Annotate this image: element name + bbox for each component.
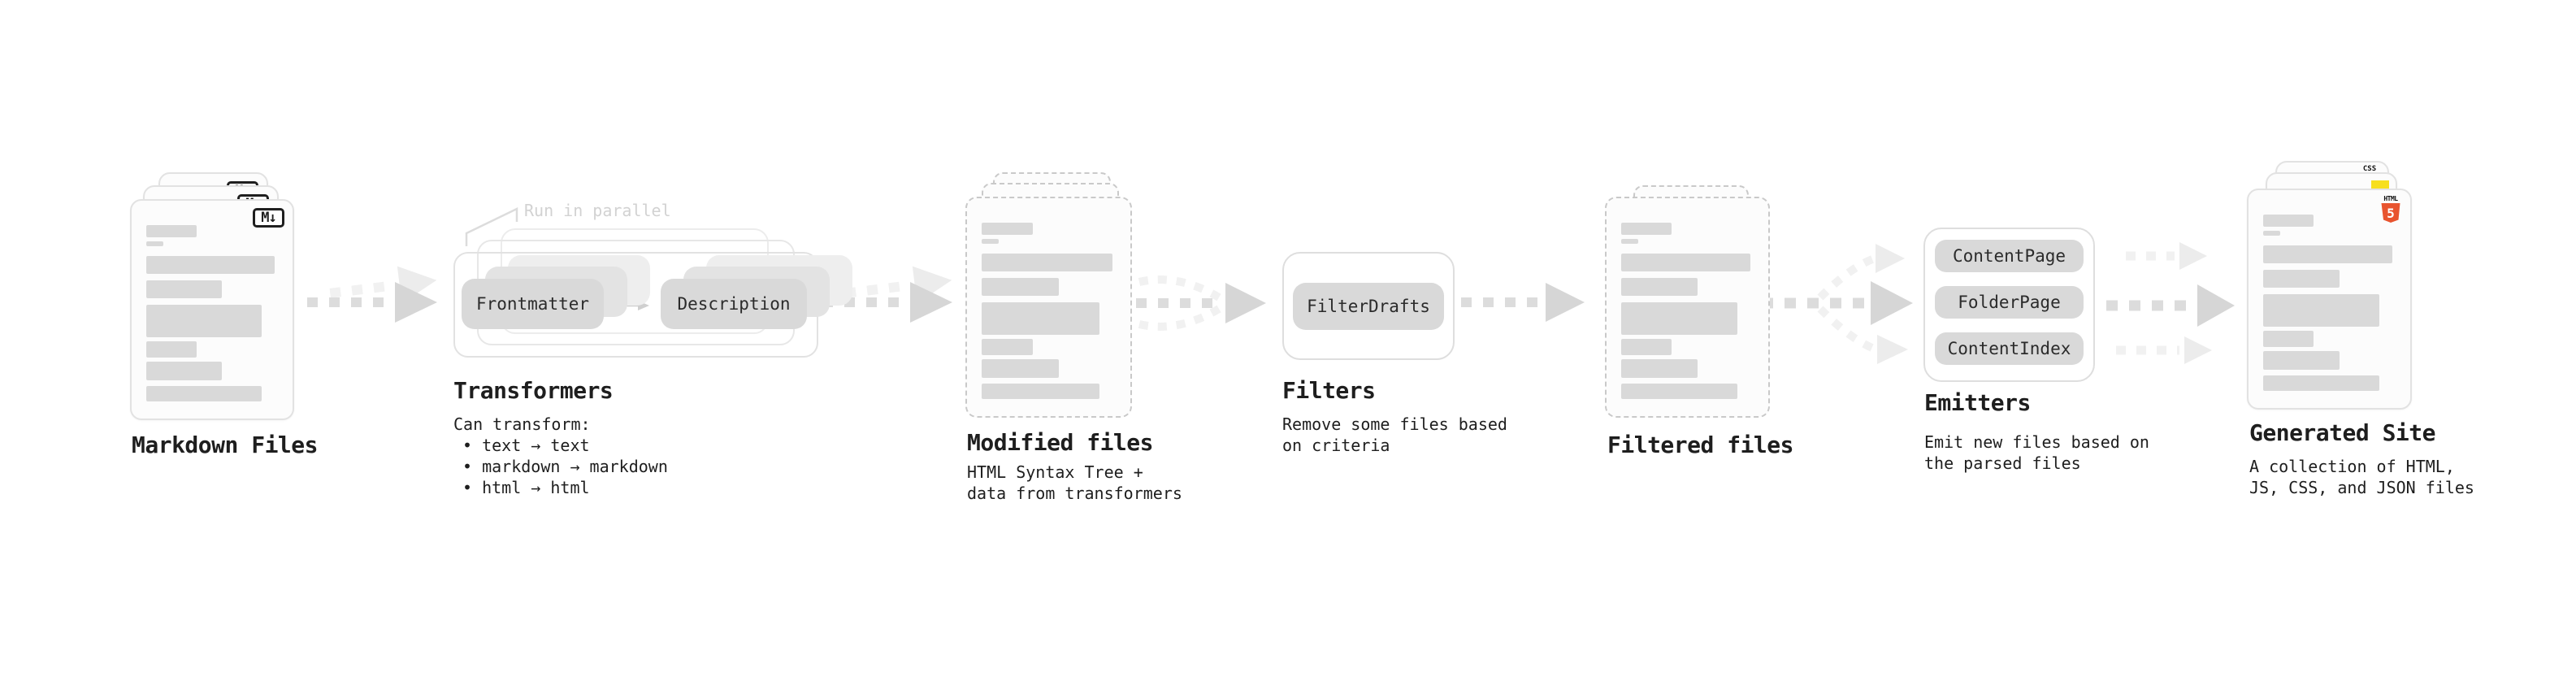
desc-line: the parsed files: [1924, 453, 2081, 473]
arrow-transformers-to-modified-main: [822, 282, 952, 323]
description-chip: Description: [661, 279, 807, 329]
placeholder-text-bar: [1621, 339, 1672, 355]
placeholder-text-bar: [1621, 302, 1738, 335]
placeholder-text-bar: [982, 302, 1099, 335]
emitters-panel: ContentPage FolderPage ContentIndex: [1923, 228, 2095, 382]
placeholder-text-bar: [146, 386, 262, 401]
run-in-parallel-annotation: Run in parallel: [524, 201, 671, 220]
stage-label-markdown-files: Markdown Files: [132, 432, 319, 458]
placeholder-text-bar: [982, 384, 1099, 399]
css-icon-label: CSS: [2362, 165, 2377, 173]
placeholder-text-bar: [146, 362, 223, 380]
emitters-description: Emit new files based on the parsed files: [1924, 432, 2149, 474]
desc-line: • text → text: [462, 436, 590, 455]
placeholder-text-bar: [2263, 351, 2340, 370]
stage-label-filters: Filters: [1282, 377, 1376, 404]
generated-site-description: A collection of HTML, JS, CSS, and JSON …: [2249, 456, 2474, 498]
desc-line: HTML Syntax Tree +: [967, 462, 1143, 482]
arrow-filters-to-filtered: [1461, 283, 1585, 322]
doc-content-bars: [146, 225, 275, 401]
stage-label-modified-files: Modified files: [967, 429, 1154, 456]
modified-files-description: HTML Syntax Tree + data from transformer…: [967, 462, 1182, 504]
desc-line: • html → html: [462, 478, 590, 497]
desc-line: JS, CSS, and JSON files: [2249, 478, 2474, 497]
doc-content-bars: [1621, 223, 1750, 399]
modified-file-card-front: [965, 197, 1132, 418]
arrow-emitters-to-site: [2106, 242, 2235, 364]
run-in-parallel-leader-line: [465, 207, 518, 246]
placeholder-text-bar: [146, 341, 197, 358]
placeholder-text-bar: [1621, 239, 1638, 244]
desc-line: data from transformers: [967, 484, 1182, 503]
placeholder-text-bar: [1621, 384, 1738, 399]
placeholder-text-bar: [2263, 331, 2314, 347]
placeholder-text-bar: [982, 339, 1033, 355]
placeholder-text-bar: [982, 239, 999, 244]
desc-line: • markdown → markdown: [462, 457, 668, 476]
arrow-modified-to-filters: [1136, 275, 1266, 331]
folder-page-chip: FolderPage: [1935, 286, 2084, 319]
placeholder-text-bar: [2263, 294, 2380, 327]
placeholder-text-bar: [2263, 245, 2392, 263]
desc-line: on criteria: [1282, 436, 1390, 455]
transformers-description: Can transform: • text → text • markdown …: [453, 414, 668, 498]
filtered-file-card-front: [1605, 197, 1770, 418]
stage-label-transformers: Transformers: [453, 377, 614, 404]
placeholder-text-bar: [146, 256, 275, 274]
filters-description: Remove some files based on criteria: [1282, 414, 1507, 456]
desc-line: Emit new files based on: [1924, 432, 2149, 452]
filter-drafts-chip: FilterDrafts: [1293, 282, 1444, 330]
placeholder-text-bar: [146, 225, 197, 237]
placeholder-text-bar: [982, 223, 1033, 235]
frontmatter-chip: Frontmatter: [462, 279, 604, 329]
arrow-filtered-to-emitters: [1762, 244, 1913, 364]
placeholder-text-bar: [1621, 254, 1750, 271]
stage-label-generated-site: Generated Site: [2249, 419, 2436, 446]
placeholder-text-bar: [146, 241, 163, 246]
placeholder-text-bar: [146, 305, 262, 337]
markdown-icon: M↓: [253, 208, 284, 228]
doc-content-bars: [982, 223, 1112, 399]
placeholder-text-bar: [2263, 231, 2280, 236]
placeholder-text-bar: [2263, 375, 2380, 391]
desc-line: A collection of HTML,: [2249, 457, 2455, 476]
placeholder-text-bar: [982, 278, 1059, 296]
html5-icon: HTML 5: [2381, 195, 2400, 223]
stage-label-emitters: Emitters: [1924, 389, 2031, 416]
placeholder-text-bar: [1621, 278, 1698, 296]
site-file-card-html: HTML 5: [2247, 189, 2412, 410]
filters-panel: FilterDrafts: [1282, 252, 1455, 360]
placeholder-text-bar: [1621, 359, 1698, 378]
placeholder-text-bar: [146, 280, 223, 298]
placeholder-text-bar: [2263, 215, 2314, 227]
content-index-chip: ContentIndex: [1935, 332, 2084, 365]
js-file-icon: [2371, 180, 2389, 191]
doc-content-bars: [2263, 215, 2392, 391]
markdown-file-card-front: M↓: [130, 199, 294, 420]
placeholder-text-bar: [982, 359, 1059, 378]
placeholder-text-bar: [982, 254, 1112, 271]
content-page-chip: ContentPage: [1935, 240, 2084, 272]
svg-text:HTML: HTML: [2383, 195, 2398, 202]
placeholder-text-bar: [2263, 270, 2340, 288]
arrow-markdown-to-transformers-main: [307, 282, 437, 323]
svg-text:5: 5: [2387, 206, 2395, 221]
stage-label-filtered-files: Filtered files: [1607, 432, 1794, 458]
placeholder-text-bar: [1621, 223, 1672, 235]
desc-line: Remove some files based: [1282, 414, 1507, 434]
desc-line: Can transform:: [453, 414, 591, 434]
